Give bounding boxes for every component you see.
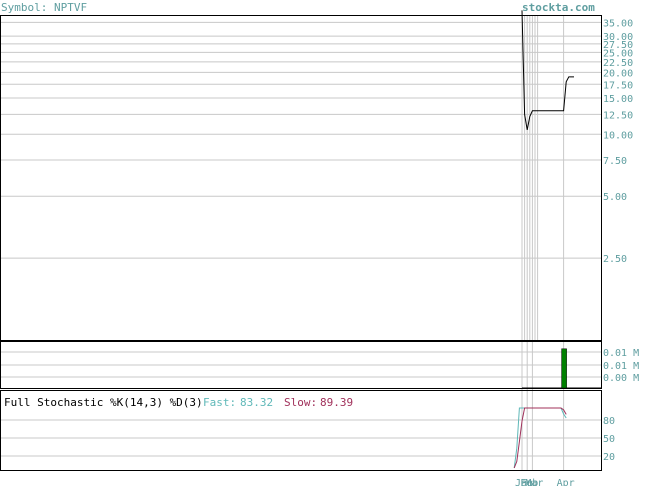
price-panel-frame bbox=[0, 15, 602, 341]
price-tick-label: 17.50 bbox=[603, 80, 633, 91]
x-tick-label: Feb bbox=[520, 478, 538, 486]
price-series-line bbox=[521, 10, 574, 130]
price-tick-label: 22.50 bbox=[603, 58, 633, 69]
stoch-fast-label: Fast: bbox=[203, 396, 236, 409]
stoch-fast-value: 83.32 bbox=[240, 396, 273, 409]
price-tick-label: 15.00 bbox=[603, 94, 633, 105]
volume-panel-frame bbox=[0, 341, 602, 389]
volume-tick-label: 0.01 M bbox=[603, 348, 639, 359]
price-tick-label: 25.00 bbox=[603, 48, 633, 59]
price-tick-label: 30.00 bbox=[603, 32, 633, 43]
x-tick-label: Apr bbox=[557, 478, 575, 486]
price-tick-label: 27.50 bbox=[603, 40, 633, 51]
price-tick-label: 12.50 bbox=[603, 110, 633, 121]
stoch-slow-line bbox=[513, 407, 567, 469]
stoch-panel-frame bbox=[0, 390, 602, 471]
symbol-label: Symbol: NPTVF bbox=[1, 1, 87, 14]
price-tick-label: 20.00 bbox=[603, 68, 633, 79]
stoch-slow-label: Slow: bbox=[284, 396, 317, 409]
volume-tick-label: 0.01 M bbox=[603, 361, 639, 372]
brand-watermark: stockta.com bbox=[522, 1, 595, 14]
price-tick-label: 5.00 bbox=[603, 192, 627, 203]
stoch-tick-label: 80 bbox=[603, 416, 615, 427]
x-tick-label: Jan bbox=[515, 478, 533, 486]
price-tick-label: 35.00 bbox=[603, 18, 633, 29]
stoch-tick-label: 20 bbox=[603, 452, 615, 463]
stoch-tick-label: 50 bbox=[603, 434, 615, 445]
volume-bar bbox=[561, 348, 567, 389]
stoch-slow-value: 89.39 bbox=[320, 396, 353, 409]
price-tick-label: 2.50 bbox=[603, 254, 627, 265]
price-tick-label: 10.00 bbox=[603, 130, 633, 141]
price-tick-label: 7.50 bbox=[603, 156, 627, 167]
stoch-title: Full Stochastic %K(14,3) %D(3) bbox=[4, 396, 203, 409]
volume-tick-label: 0.00 M bbox=[603, 373, 639, 384]
x-tick-label: Mar bbox=[525, 478, 543, 486]
